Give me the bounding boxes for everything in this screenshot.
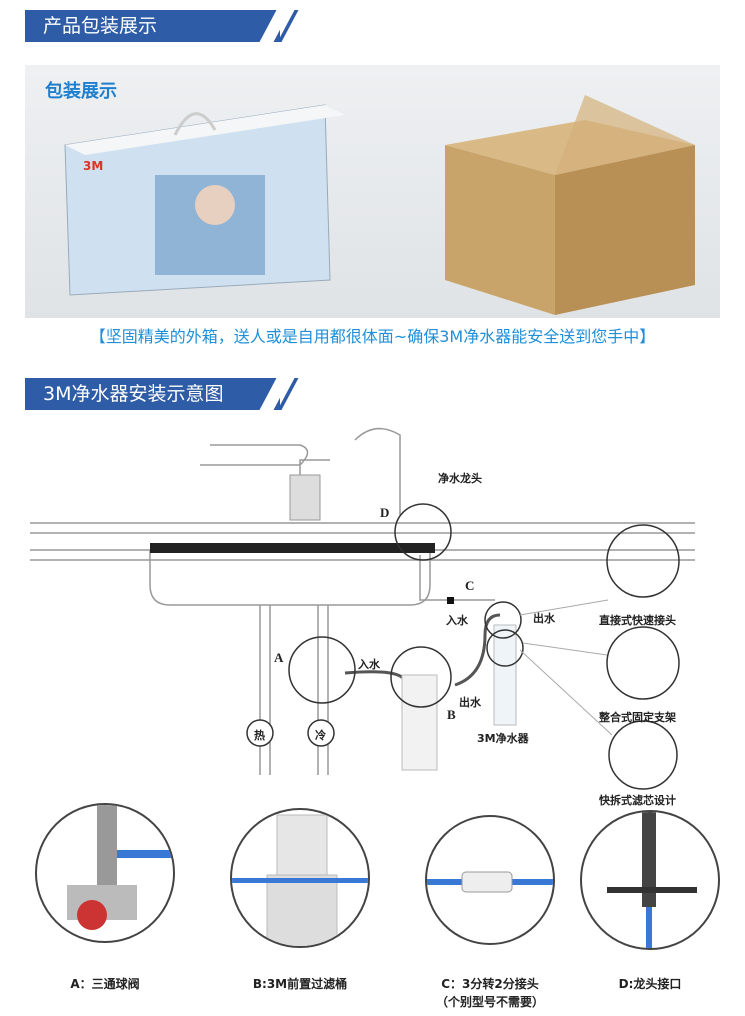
section-header-installation: 3M净水器安装示意图 bbox=[25, 378, 280, 410]
callout-bracket: 整合式固定支架 bbox=[599, 711, 676, 724]
part-d-label: D:龙头接口 bbox=[618, 977, 682, 991]
label-a: A bbox=[274, 650, 284, 665]
label-c: C bbox=[465, 578, 475, 593]
part-d-image bbox=[580, 810, 720, 950]
callout-quick-connector: 直接式快速接头 bbox=[599, 614, 676, 627]
label-faucet: 净水龙头 bbox=[438, 472, 482, 485]
countertop bbox=[150, 543, 435, 553]
part-c-image bbox=[425, 815, 555, 945]
part-a-label: A：三通球阀 bbox=[70, 977, 140, 991]
section-title: 3M净水器安装示意图 bbox=[43, 383, 224, 405]
part-b-image bbox=[230, 808, 370, 948]
label-water-out-prefilter: 出水 bbox=[459, 696, 481, 709]
photo-title: 包装展示 bbox=[45, 81, 117, 102]
installation-diagram bbox=[30, 427, 695, 790]
label-water-out-purifier: 出水 bbox=[533, 612, 555, 625]
part-a-image bbox=[35, 803, 175, 943]
section-title: 产品包装展示 bbox=[43, 15, 158, 37]
label-hot: 热 bbox=[254, 729, 265, 742]
3m-logo: 3M bbox=[83, 159, 103, 173]
section-header-packaging: 产品包装展示 bbox=[25, 10, 280, 42]
packaging-caption: 【坚固精美的外箱，送人或是自用都很体面~确保3M净水器能安全送到您手中】 bbox=[89, 327, 656, 346]
label-b: B bbox=[447, 707, 456, 722]
package-boxes-illustration: 3M bbox=[64, 95, 695, 315]
packaging-photo: 包装展示 3M bbox=[25, 65, 720, 318]
part-b-label: B:3M前置过滤桶 bbox=[252, 977, 348, 991]
part-c-label: C：3分转2分接头 bbox=[441, 977, 539, 991]
label-water-in-purifier: 入水 bbox=[446, 614, 468, 627]
label-cold: 冷 bbox=[315, 729, 326, 742]
part-c-note: （个别型号不需要） bbox=[435, 995, 544, 1009]
label-d: D bbox=[380, 505, 390, 520]
label-purifier: 3M净水器 bbox=[477, 732, 529, 745]
label-water-in-prefilter: 入水 bbox=[358, 658, 380, 671]
callout-quick-filter: 快拆式滤芯设计 bbox=[599, 794, 676, 807]
